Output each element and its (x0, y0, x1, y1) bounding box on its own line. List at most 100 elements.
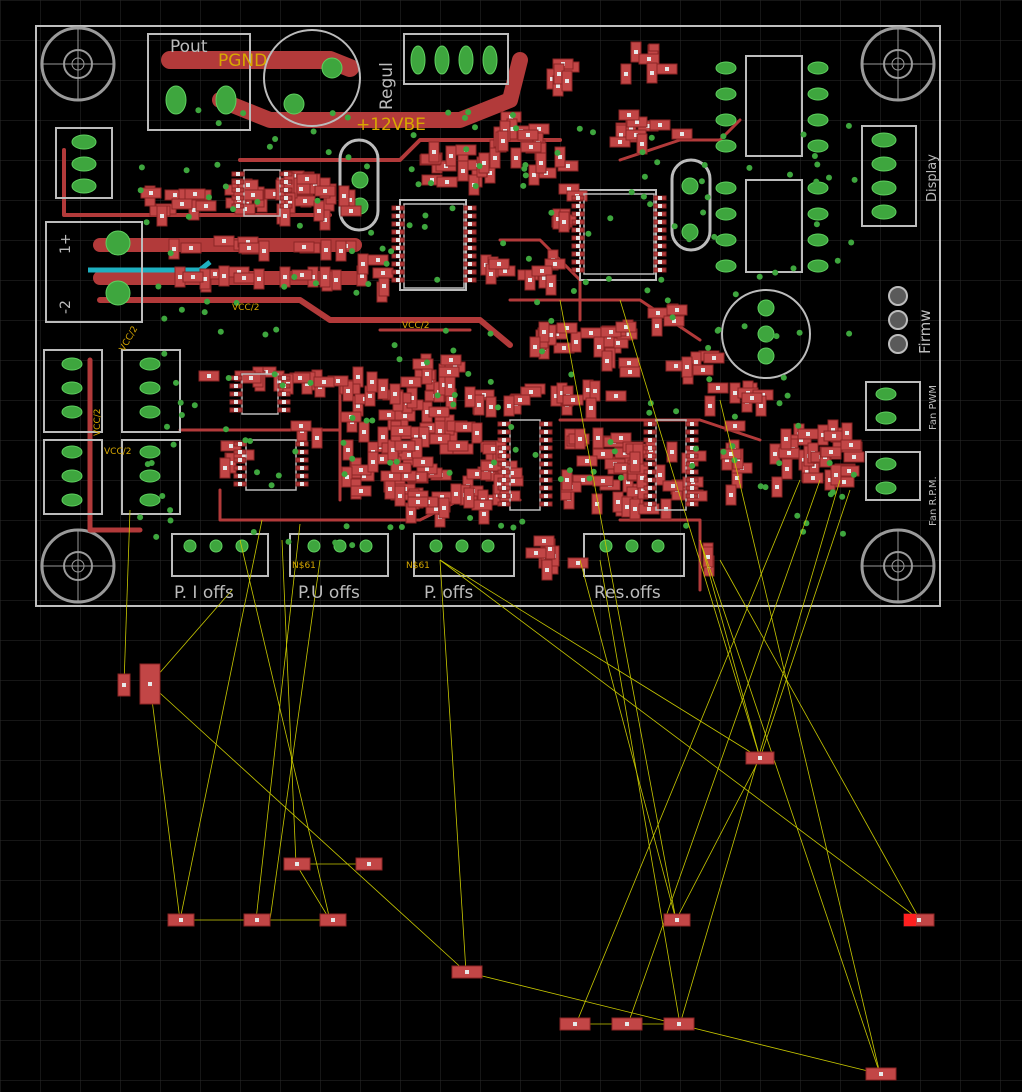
smd-center-mark (300, 474, 304, 478)
smd-center-mark (247, 246, 251, 250)
smd-center-mark (229, 444, 233, 448)
smd-center-mark (879, 1072, 883, 1076)
via (500, 240, 507, 247)
smd-center-mark (246, 183, 250, 187)
smd-center-mark (425, 467, 429, 471)
smd-center-mark (733, 391, 737, 395)
via (434, 392, 441, 399)
smd-center-mark (658, 196, 662, 200)
via (155, 283, 162, 290)
smd-center-mark (544, 494, 548, 498)
smd-center-mark (404, 474, 408, 478)
label-p-offs: P. offs (424, 583, 474, 603)
smd-center-mark (619, 133, 623, 137)
smd-center-mark (300, 458, 304, 462)
smd-center-mark (622, 466, 626, 470)
smd-center-mark (381, 435, 385, 439)
smd-center-mark (549, 333, 553, 337)
smd-center-mark (658, 260, 662, 264)
via (566, 467, 573, 474)
smd-center-mark (489, 405, 493, 409)
smd-center-mark (629, 126, 633, 130)
smd-center-mark (618, 140, 622, 144)
via (428, 180, 434, 187)
via (720, 448, 727, 455)
smd-center-mark (831, 428, 835, 432)
smd-center-mark (284, 188, 288, 192)
via (548, 317, 555, 324)
smd-center-mark (262, 249, 266, 253)
smd-center-mark (842, 480, 846, 484)
smd-center-mark (532, 173, 536, 177)
smd-center-mark (396, 222, 400, 226)
smd-center-mark (362, 430, 366, 434)
smd-center-mark (625, 332, 629, 336)
smd-center-mark (834, 473, 838, 477)
smd-center-mark (284, 172, 288, 176)
via (465, 109, 472, 116)
smd-center-mark (597, 345, 601, 349)
smd-center-mark (251, 193, 255, 197)
smd-center-mark (442, 383, 446, 387)
via (204, 298, 211, 305)
smd-center-mark (648, 478, 652, 482)
smd-center-mark (544, 454, 548, 458)
via (826, 174, 832, 181)
smd-center-mark (180, 202, 184, 206)
via (607, 215, 614, 222)
smd-center-mark (503, 269, 507, 273)
smd-center-mark (283, 275, 287, 279)
smd-center-mark (359, 468, 363, 472)
smd-center-mark (356, 375, 360, 379)
smd-center-mark (191, 275, 195, 279)
smd-center-mark (616, 500, 620, 504)
smd-center-mark (544, 478, 548, 482)
smd-center-mark (480, 503, 484, 507)
via (442, 327, 449, 334)
smd-center-mark (576, 220, 580, 224)
via (611, 448, 618, 455)
via (159, 493, 166, 499)
via (254, 198, 261, 205)
smd-center-mark (468, 262, 472, 266)
via (422, 212, 429, 219)
smd-center-mark (624, 72, 628, 76)
via (340, 439, 347, 446)
smd-center-mark (502, 494, 506, 498)
via (215, 120, 222, 127)
via (826, 460, 833, 466)
label-regul: Regul (377, 62, 397, 110)
smd-center-mark (690, 478, 694, 482)
smd-center-mark (534, 551, 538, 555)
smd-center-mark (540, 269, 544, 273)
smd-center-mark (761, 393, 765, 397)
smd-center-mark (658, 236, 662, 240)
smd-center-mark (832, 434, 836, 438)
smd-center-mark (273, 192, 277, 196)
smd-center-mark (784, 437, 788, 441)
via (784, 392, 791, 399)
via (344, 114, 351, 121)
via (796, 329, 803, 336)
smd-center-mark (529, 145, 533, 149)
smd-center-mark (393, 392, 397, 396)
smd-center-mark (229, 461, 233, 465)
smd-center-mark (475, 431, 479, 435)
via (840, 530, 846, 537)
smd-center-mark (342, 194, 346, 198)
via (307, 379, 314, 386)
smd-center-mark (576, 212, 580, 216)
smd-center-mark (468, 278, 472, 282)
via (164, 423, 170, 430)
smd-center-mark (627, 113, 631, 117)
smd-center-mark (396, 246, 400, 250)
via (787, 171, 793, 178)
smd-center-mark (410, 396, 414, 400)
crystal-left (338, 138, 380, 232)
via (790, 265, 797, 272)
via (167, 250, 174, 257)
smd-center-mark (576, 236, 580, 240)
smd-center-mark (381, 271, 385, 275)
via (686, 236, 693, 243)
